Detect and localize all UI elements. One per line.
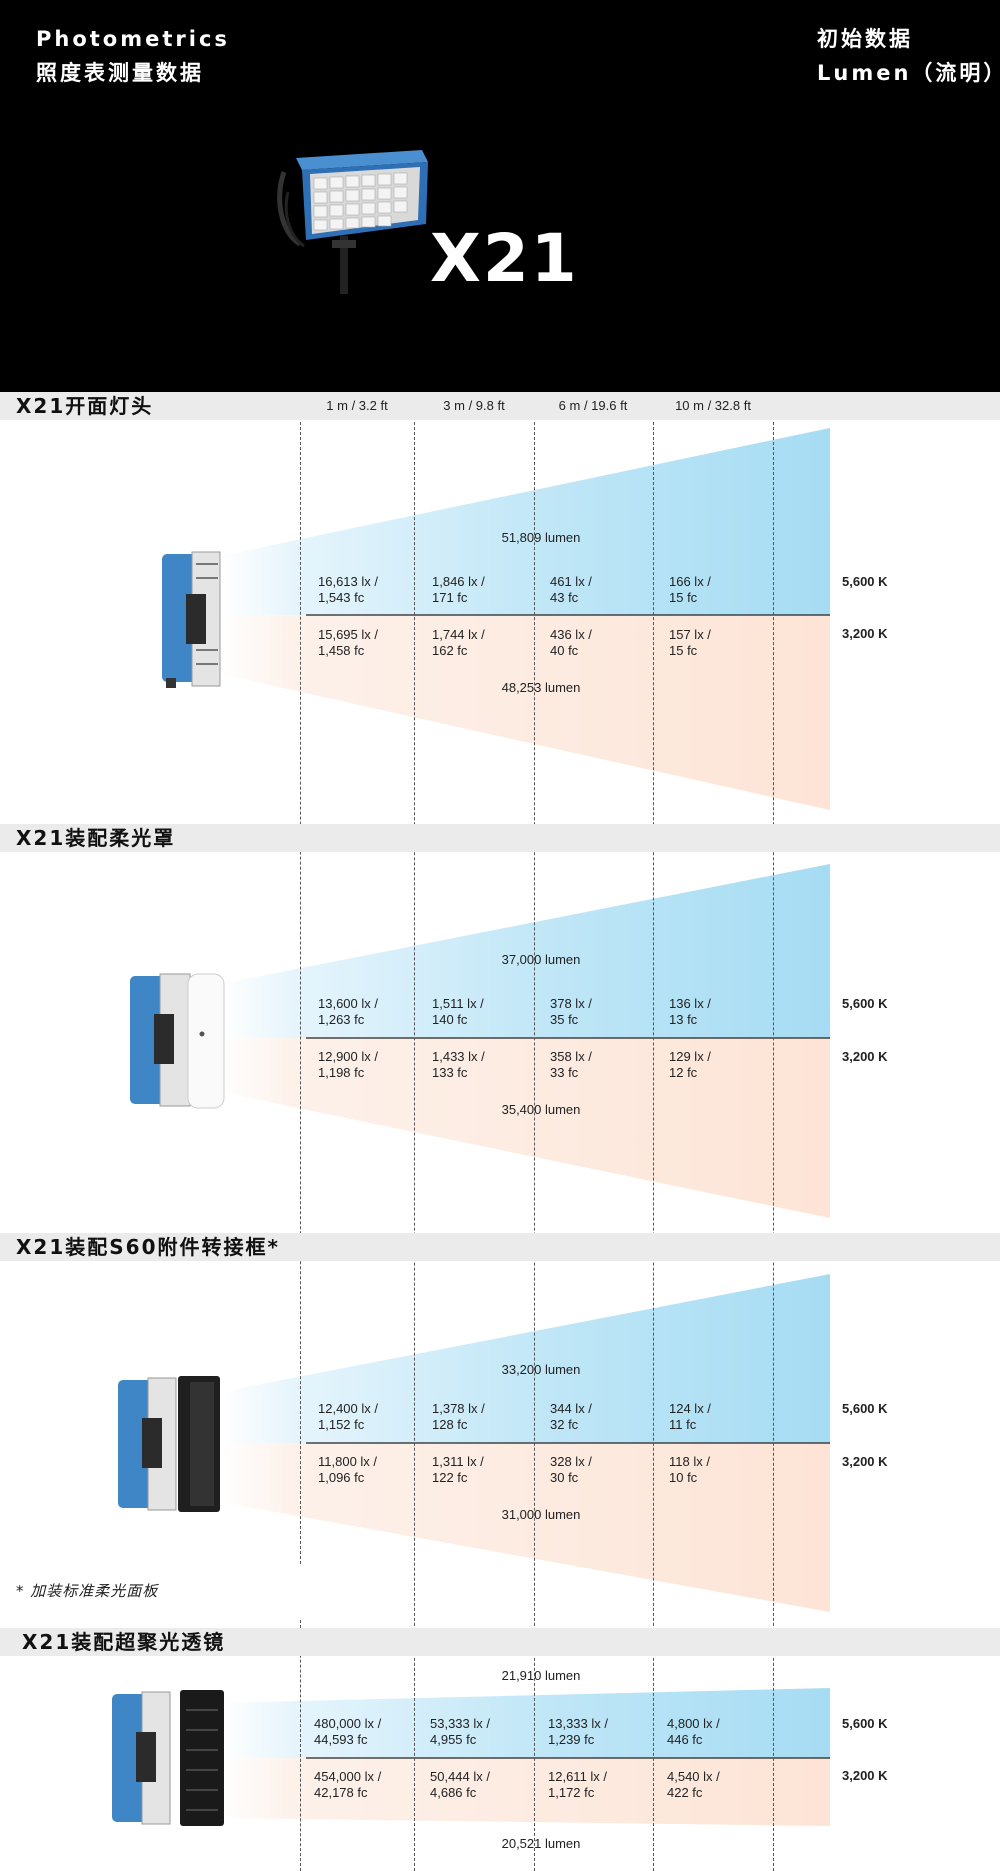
header-banner: Photometrics 照度表测量数据 初始数据 Lumen（流明） X21 [0, 0, 1000, 392]
footnote: * 加装标准柔光面板 [16, 1582, 159, 1600]
cell-s4-cool-3m: 53,333 lx /4,955 fc [430, 1716, 490, 1747]
cell-s2-cool-6m: 378 lx /35 fc [550, 996, 592, 1027]
cell-s4-warm-10m: 4,540 lx /422 fc [667, 1769, 720, 1800]
cell-s3-warm-6m: 328 lx /30 fc [550, 1454, 592, 1485]
device-open-face-icon [162, 551, 221, 688]
cell-s4-cool-1m: 480,000 lx /44,593 fc [314, 1716, 382, 1747]
device-s60-adapter-icon [118, 1376, 220, 1512]
cell-s2-cool-3m: 1,511 lx /140 fc [432, 996, 484, 1027]
device-hyper-optic-icon [112, 1690, 224, 1826]
beam-section-1 [220, 428, 830, 810]
beam-section-4 [220, 1688, 830, 1826]
section-title-open-face: X21开面灯头 [16, 394, 154, 418]
kelvin-label-s4-cool: 5,600 K [842, 1716, 888, 1731]
cell-s3-warm-3m: 1,311 lx /122 fc [432, 1454, 484, 1485]
beam-section-2 [220, 864, 830, 1218]
distance-line-2 [414, 392, 415, 1871]
beam-section-3 [220, 1274, 830, 1612]
distance-line-3 [534, 392, 535, 1871]
section-bar-2: X21装配柔光罩 [0, 824, 1000, 852]
device-softbox-icon [130, 973, 225, 1109]
cell-s1-warm-10m: 157 lx /15 fc [669, 627, 711, 658]
lumen-label-s2-cool: 37,000 lumen [501, 952, 581, 967]
kelvin-label-s2-cool: 5,600 K [842, 996, 888, 1011]
cell-s1-warm-3m: 1,744 lx /162 fc [432, 627, 485, 658]
section-title-s60-adapter: X21装配S60附件转接框* [16, 1235, 280, 1259]
distance-line-4 [653, 392, 654, 1871]
distance-label-6m: 6 m / 19.6 ft [558, 398, 628, 413]
cell-s1-warm-6m: 436 lx /40 fc [550, 627, 592, 658]
header-lumen-label: Lumen（流明） [817, 61, 1000, 85]
kelvin-label-s1-warm: 3,200 K [842, 626, 888, 641]
lumen-label-s4-warm: 20,521 lumen [501, 1836, 581, 1851]
section-bar-4: X21装配超聚光透镜 [0, 1628, 1000, 1656]
cell-s1-cool-1m: 16,613 lx /1,543 fc [318, 574, 378, 605]
cell-s3-cool-10m: 124 lx /11 fc [669, 1401, 711, 1432]
distance-label-1m: 1 m / 3.2 ft [326, 398, 388, 413]
header-left: Photometrics 照度表测量数据 [36, 22, 230, 90]
section-title-softbox: X21装配柔光罩 [16, 826, 176, 850]
cell-s2-cool-1m: 13,600 lx /1,263 fc [318, 996, 378, 1027]
cell-s3-warm-1m: 11,800 lx /1,096 fc [318, 1454, 378, 1485]
header-right: 初始数据 Lumen（流明） [817, 22, 1000, 90]
model-title: X21 [430, 220, 579, 297]
cell-s4-cool-6m: 13,333 lx /1,239 fc [548, 1716, 608, 1747]
cell-s3-cool-6m: 344 lx /32 fc [550, 1401, 592, 1432]
lumen-label-s3-cool: 33,200 lumen [501, 1362, 581, 1377]
header-initial-data: 初始数据 [817, 27, 913, 51]
lamp-product-image [277, 150, 428, 294]
cell-s1-cool-10m: 166 lx /15 fc [669, 574, 711, 605]
kelvin-label-s3-warm: 3,200 K [842, 1454, 888, 1469]
cell-s3-cool-3m: 1,378 lx /128 fc [432, 1401, 485, 1432]
cell-s2-warm-10m: 129 lx /12 fc [669, 1049, 711, 1080]
cell-s2-warm-3m: 1,433 lx /133 fc [432, 1049, 485, 1080]
cell-s3-warm-10m: 118 lx /10 fc [669, 1454, 710, 1485]
cell-s4-cool-10m: 4,800 lx /446 fc [667, 1716, 720, 1747]
distance-line-1b [300, 1620, 301, 1871]
cell-s1-cool-3m: 1,846 lx /171 fc [432, 574, 485, 605]
cell-s1-cool-6m: 461 lx /43 fc [550, 574, 592, 605]
kelvin-label-s2-warm: 3,200 K [842, 1049, 888, 1064]
distance-line-5 [773, 392, 774, 1871]
cell-s3-cool-1m: 12,400 lx /1,152 fc [318, 1401, 378, 1432]
section-title-hyper-optic: X21装配超聚光透镜 [22, 1630, 226, 1654]
distance-label-3m: 3 m / 9.8 ft [443, 398, 505, 413]
cell-s2-warm-6m: 358 lx /33 fc [550, 1049, 592, 1080]
cell-s2-warm-1m: 12,900 lx /1,198 fc [318, 1049, 378, 1080]
lumen-label-s1-warm: 48,253 lumen [501, 680, 581, 695]
cell-s2-cool-10m: 136 lx /13 fc [669, 996, 711, 1027]
lumen-label-s4-cool: 21,910 lumen [501, 1668, 581, 1683]
header-title-cn: 照度表测量数据 [36, 61, 204, 85]
cell-s1-warm-1m: 15,695 lx /1,458 fc [318, 627, 378, 658]
kelvin-label-s4-warm: 3,200 K [842, 1768, 888, 1783]
cell-s4-warm-1m: 454,000 lx /42,178 fc [314, 1769, 382, 1800]
cell-s4-warm-6m: 12,611 lx /1,172 fc [548, 1769, 608, 1800]
lumen-label-s3-warm: 31,000 lumen [501, 1507, 581, 1522]
header-title-en: Photometrics [36, 27, 230, 51]
distance-line-1 [300, 392, 301, 1564]
kelvin-label-s3-cool: 5,600 K [842, 1401, 888, 1416]
distance-label-10m: 10 m / 32.8 ft [675, 398, 751, 413]
cell-s4-warm-3m: 50,444 lx /4,686 fc [430, 1769, 490, 1800]
lumen-label-s2-warm: 35,400 lumen [501, 1102, 581, 1117]
section-bar-3: X21装配S60附件转接框* [0, 1233, 1000, 1261]
lumen-label-s1-cool: 51,809 lumen [501, 530, 581, 545]
kelvin-label-s1-cool: 5,600 K [842, 574, 888, 589]
section-bar-1: X21开面灯头 1 m / 3.2 ft 3 m / 9.8 ft 6 m / … [0, 392, 1000, 420]
